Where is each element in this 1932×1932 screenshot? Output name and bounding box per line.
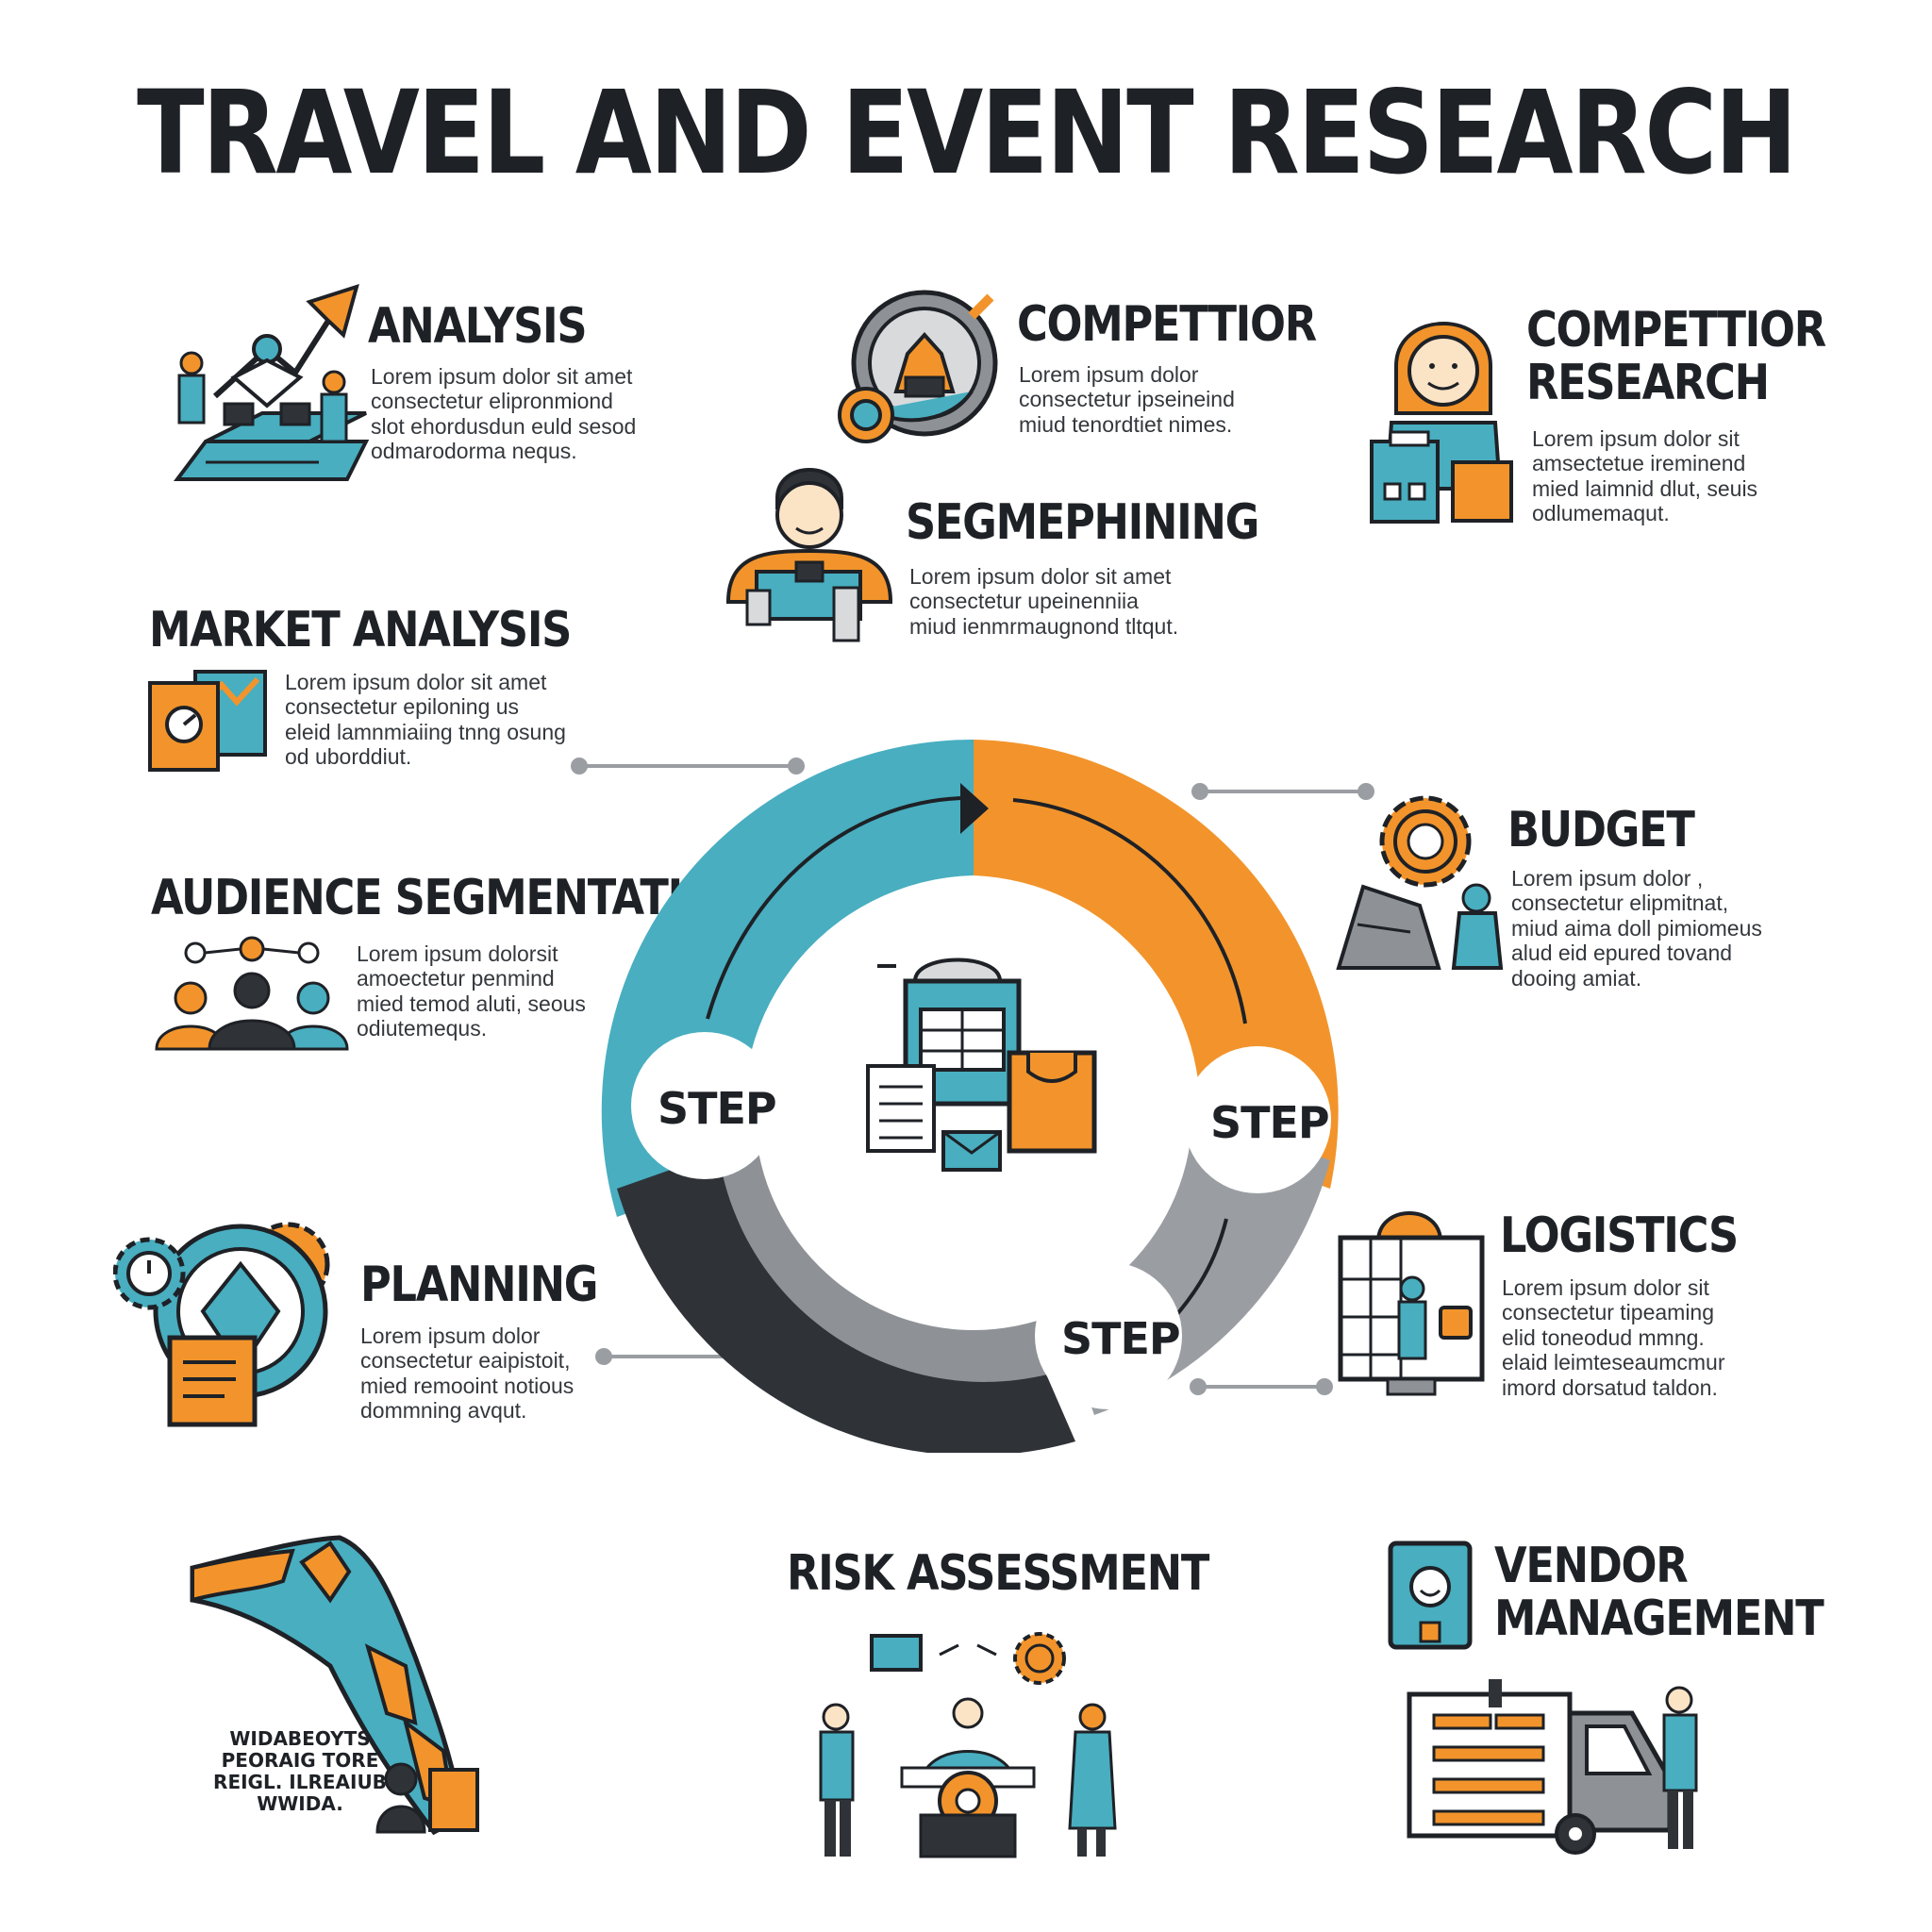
market-analysis-heading: MARKET ANALYSIS [149,602,572,658]
competitor-body: Lorem ipsum dolor consectetur ipseineind… [1019,362,1235,437]
step-label-3: STEP [1061,1313,1181,1364]
page-title: TRAVEL AND EVENT RESEARCH [137,66,1797,200]
segmenting-heading: SEGMEPHINING [906,494,1259,551]
audience-segmentation-body: Lorem ipsum dolorsit amoectetur penmind … [357,941,586,1041]
competitor-research-body: Lorem ipsum dolor sit amsectetue iremine… [1532,426,1758,526]
segmenting-body: Lorem ipsum dolor sit amet consectetur u… [909,564,1179,639]
planning-body: Lorem ipsum dolor consectetur eaipistoit… [360,1324,575,1424]
audience-group-icon [155,936,349,1051]
cycle-arrow-head [960,783,989,834]
planning-heading: PLANNING [360,1257,598,1313]
cycle-arrow-lower [1170,1218,1228,1323]
documents-folder-icon [866,958,1097,1172]
analyst-person-icon [725,468,893,642]
cycle-diagram [571,739,1374,1453]
step-circle-1 [631,1032,778,1179]
risk-team-icon [819,1632,1117,1858]
budget-body: Lorem ipsum dolor , consectetur elipmitn… [1511,866,1762,991]
cycle-arrow-right [1012,798,1247,1024]
competitor-gear-icon [838,290,998,443]
map-label: WIDABEOYTS PEORAIG TORE REIGL. ILREAIUB … [213,1727,387,1815]
meeting-chart-icon [174,283,370,481]
planning-gears-icon [113,1222,330,1427]
cycle-arrow-left [706,796,963,1020]
competitor-heading: COMPETTIOR [1017,296,1317,353]
vendor-truck-icon [1388,1541,1698,1855]
step-circle-3 [1035,1262,1182,1409]
world-map-icon [190,1535,479,1836]
logistics-heading: LOGISTICS [1500,1208,1739,1264]
risk-assessment-heading: RISK ASSESSMENT [787,1545,1209,1602]
researcher-icon [1370,322,1513,524]
logistics-building-icon [1338,1211,1485,1396]
market-analysis-body: Lorem ipsum dolor sit amet consectetur e… [285,670,566,770]
logistics-body: Lorem ipsum dolor sit consectetur tipeam… [1502,1275,1725,1400]
vendor-management-heading: VENDOR MANAGEMENT [1494,1538,1824,1648]
step-label-2: STEP [1210,1097,1330,1148]
budget-gear-icon [1336,795,1504,970]
analysis-body: Lorem ipsum dolor sit amet consectetur e… [371,364,637,464]
competitor-research-heading: COMPETTIOR RESEARCH [1526,302,1826,412]
analysis-heading: ANALYSIS [368,298,588,355]
step-label-1: STEP [658,1083,777,1134]
step-circle-2 [1184,1046,1331,1193]
budget-heading: BUDGET [1507,802,1695,858]
market-documents-icon [148,670,267,772]
